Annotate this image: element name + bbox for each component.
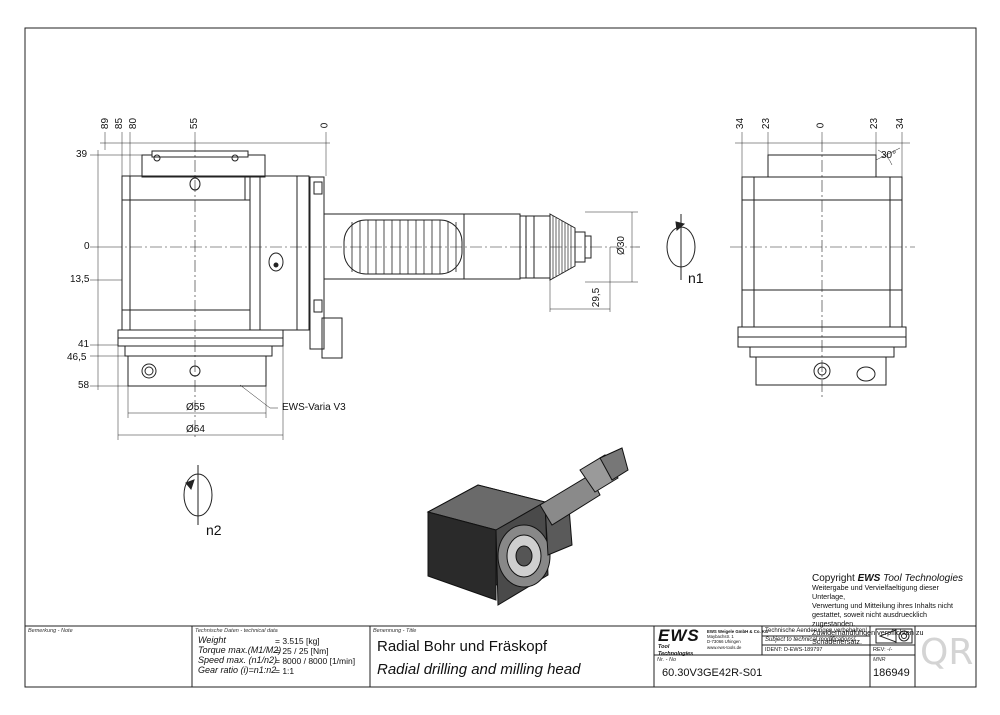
title-english: Radial drilling and milling head	[377, 661, 581, 678]
revision: REV: -/-	[873, 647, 893, 653]
dim-80: 80	[128, 117, 140, 130]
dim-dia-30: Ø30	[615, 236, 627, 255]
side-dim-34-right: 34	[895, 117, 907, 130]
note-label: Bemerkung - Note	[28, 628, 73, 634]
ident-number: IDENT: D-EWS-189797	[765, 647, 823, 653]
number-label: Nr. - No	[657, 657, 677, 663]
copyright-heading: Copyright EWS Tool Technologies	[812, 573, 964, 584]
changes-note-de: Technische Aenderungen vorbehalten!	[765, 628, 868, 634]
side-dim-34-left: 34	[735, 117, 747, 130]
part-number: 60.30V3GE42R-S01	[662, 667, 763, 679]
rotation-label-n1: n1	[688, 270, 704, 286]
tech-row-value: = 3.515 [kg]	[275, 636, 320, 646]
dim-0-top: 0	[319, 122, 331, 129]
dim-85: 85	[114, 117, 126, 130]
qr-placeholder: QR	[920, 632, 974, 673]
copyright-line: Zuwiderhandlungen verpflichten zu Schade…	[812, 628, 924, 646]
drawing-frame	[24, 27, 977, 688]
ews-logo: EWS Tool Technologies	[658, 626, 700, 657]
rotation-symbol-n1	[666, 214, 696, 280]
title-german: Radial Bohr und Fräskopf	[377, 638, 548, 655]
dim-29-5: 29,5	[591, 287, 603, 308]
copyright-notice: Copyright EWS Tool Technologies Weiterga…	[812, 573, 972, 647]
company-address: EWS Weigele GmbH & Co. KG Maybachstr. 1 …	[707, 629, 769, 650]
side-dim-0: 0	[815, 122, 827, 129]
tech-row-label: Torque max.(M1/M2)	[198, 645, 282, 655]
tech-row-label: Speed max. (n1/n2)	[198, 655, 278, 665]
side-dimension-lines	[735, 132, 910, 177]
mnr-label: MNR	[873, 657, 886, 663]
side-angle: 30°	[881, 150, 897, 161]
dim-13-5: 13,5	[70, 274, 90, 285]
tech-data-label: Technische Daten - technical data	[195, 628, 278, 634]
varia-label: EWS-Varia V3	[282, 402, 346, 413]
side-dim-23-right: 23	[869, 117, 881, 130]
tech-row-value: = 8000 / 8000 [1/min]	[275, 656, 356, 666]
rotation-symbol-n2	[183, 465, 213, 525]
dim-41: 41	[78, 339, 90, 350]
tech-row-value: = 1:1	[275, 666, 295, 676]
dim-39: 39	[76, 149, 88, 160]
dim-46-5: 46,5	[67, 352, 87, 363]
front-view	[110, 140, 640, 440]
front-dimension-lines	[90, 132, 638, 440]
changes-note-en: Subject to technical modifications!	[765, 637, 856, 643]
dim-55: 55	[189, 117, 201, 130]
copyright-line: Verwertung und Mitteilung ihres Inhalts …	[812, 601, 954, 610]
tech-row-value: = 25 / 25 [Nm]	[275, 646, 329, 656]
title-label: Benennung - Title	[373, 628, 417, 634]
isometric-view	[426, 447, 629, 606]
side-view	[730, 140, 915, 400]
side-dim-23-left: 23	[761, 117, 773, 130]
dim-dia-64: Ø64	[186, 424, 205, 435]
copyright-line: gestattet, soweit nicht ausdruecklich zu…	[812, 610, 928, 628]
title-block-grid	[25, 625, 976, 687]
mnr-number: 186949	[873, 667, 910, 679]
dim-58: 58	[78, 380, 90, 391]
copyright-line: Weitergabe und Vervielfaeltigung dieser …	[812, 583, 939, 601]
tech-row-label: Weight	[198, 635, 226, 645]
dim-dia-55: Ø55	[186, 402, 205, 413]
tech-row-label: Gear ratio (i)=n1:n2	[198, 665, 277, 675]
dim-0-left: 0	[84, 241, 90, 252]
rotation-label-n2: n2	[206, 522, 222, 538]
dim-89: 89	[100, 117, 112, 130]
